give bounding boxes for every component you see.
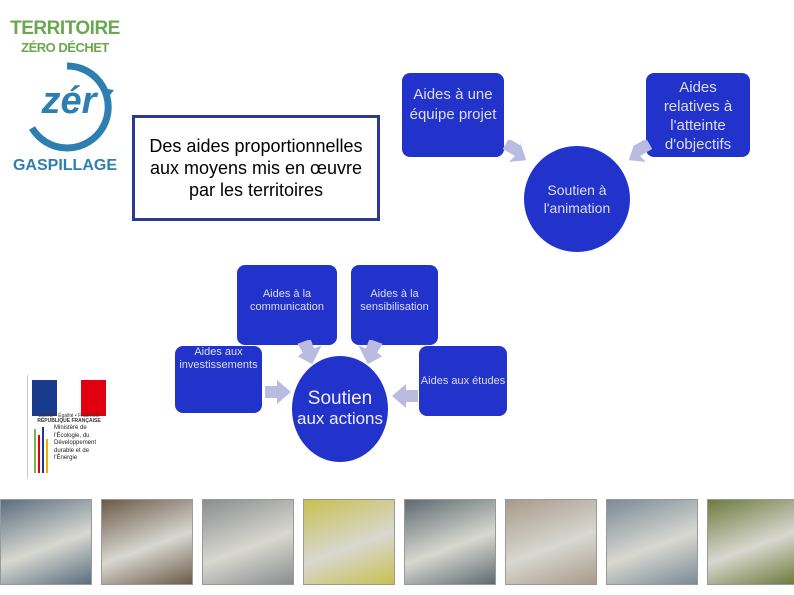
arrow-left-icon xyxy=(392,384,418,408)
circle-soutien-actions: Soutien aux actions xyxy=(292,356,388,462)
box-aides-investissements: Aides aux investissements xyxy=(175,346,262,413)
wooden-composter-photo xyxy=(707,499,794,585)
logo-line-territoire: TERRITOIRE xyxy=(10,18,120,40)
recycling-station-photo xyxy=(303,499,395,585)
circle-soutien-actions-line1: Soutien xyxy=(308,388,372,409)
circle-soutien-actions-line3: actions xyxy=(329,409,383,428)
box-aides-communication: Aides à la communication xyxy=(237,265,337,345)
circle-soutien-actions-line2: aux xyxy=(297,409,324,428)
box-aides-etudes-label: Aides aux études xyxy=(420,375,506,416)
ministry-logo: Liberté • Égalité • Fraternité RÉPUBLIQU… xyxy=(27,375,110,479)
republique-francaise-text: RÉPUBLIQUE FRANÇAISE xyxy=(30,418,108,424)
compost-hands-photo xyxy=(101,499,193,585)
ministry-name: Ministère de l'Écologie, du Développemen… xyxy=(54,425,110,463)
box-aides-equipe-projet-label: Aides à une équipe projet xyxy=(405,85,501,157)
main-statement-text: Des aides proportionnelles aux moyens mi… xyxy=(146,135,366,201)
arrow-down-right-icon xyxy=(503,140,529,164)
workers-photo xyxy=(606,499,698,585)
arrow-down-icon xyxy=(357,340,383,364)
arrow-right-icon xyxy=(265,380,291,404)
arrow-down-left-icon xyxy=(626,140,652,164)
box-aides-equipe-projet: Aides à une équipe projet xyxy=(402,73,504,157)
box-aides-sensibilisation-label: Aides à la sensibilisation xyxy=(355,288,435,345)
logo-line-zero-dechet: ZÉRO DÉCHET xyxy=(10,40,120,55)
box-aides-communication-label: Aides à la communication xyxy=(241,288,333,345)
logo-zer-mark: zér xyxy=(24,80,114,123)
circle-soutien-animation: Soutien à l'animation xyxy=(524,146,630,252)
box-aides-investissements-label: Aides aux investissements xyxy=(177,346,261,413)
box-aides-objectifs-label: Aides relatives à l'atteinte d'objectifs xyxy=(650,78,746,157)
ministry-stripes-icon xyxy=(32,425,52,475)
box-aides-sensibilisation: Aides à la sensibilisation xyxy=(351,265,438,345)
main-statement-box: Des aides proportionnelles aux moyens mi… xyxy=(132,115,380,221)
circle-soutien-animation-label: Soutien à l'animation xyxy=(537,181,617,217)
tanks-photo xyxy=(0,499,92,585)
box-aides-objectifs: Aides relatives à l'atteinte d'objectifs xyxy=(646,73,750,157)
industrial-site-photo xyxy=(404,499,496,585)
logo-line-gaspillage: GASPILLAGE xyxy=(10,157,120,175)
bins-photo xyxy=(202,499,294,585)
french-flag-icon xyxy=(32,380,106,416)
territoire-zero-dechet-logo: TERRITOIRE ZÉRO DÉCHET zér GASPILLAGE xyxy=(10,10,125,180)
arrow-down-icon xyxy=(297,340,323,364)
street-photo xyxy=(505,499,597,585)
box-aides-etudes: Aides aux études xyxy=(419,346,507,416)
